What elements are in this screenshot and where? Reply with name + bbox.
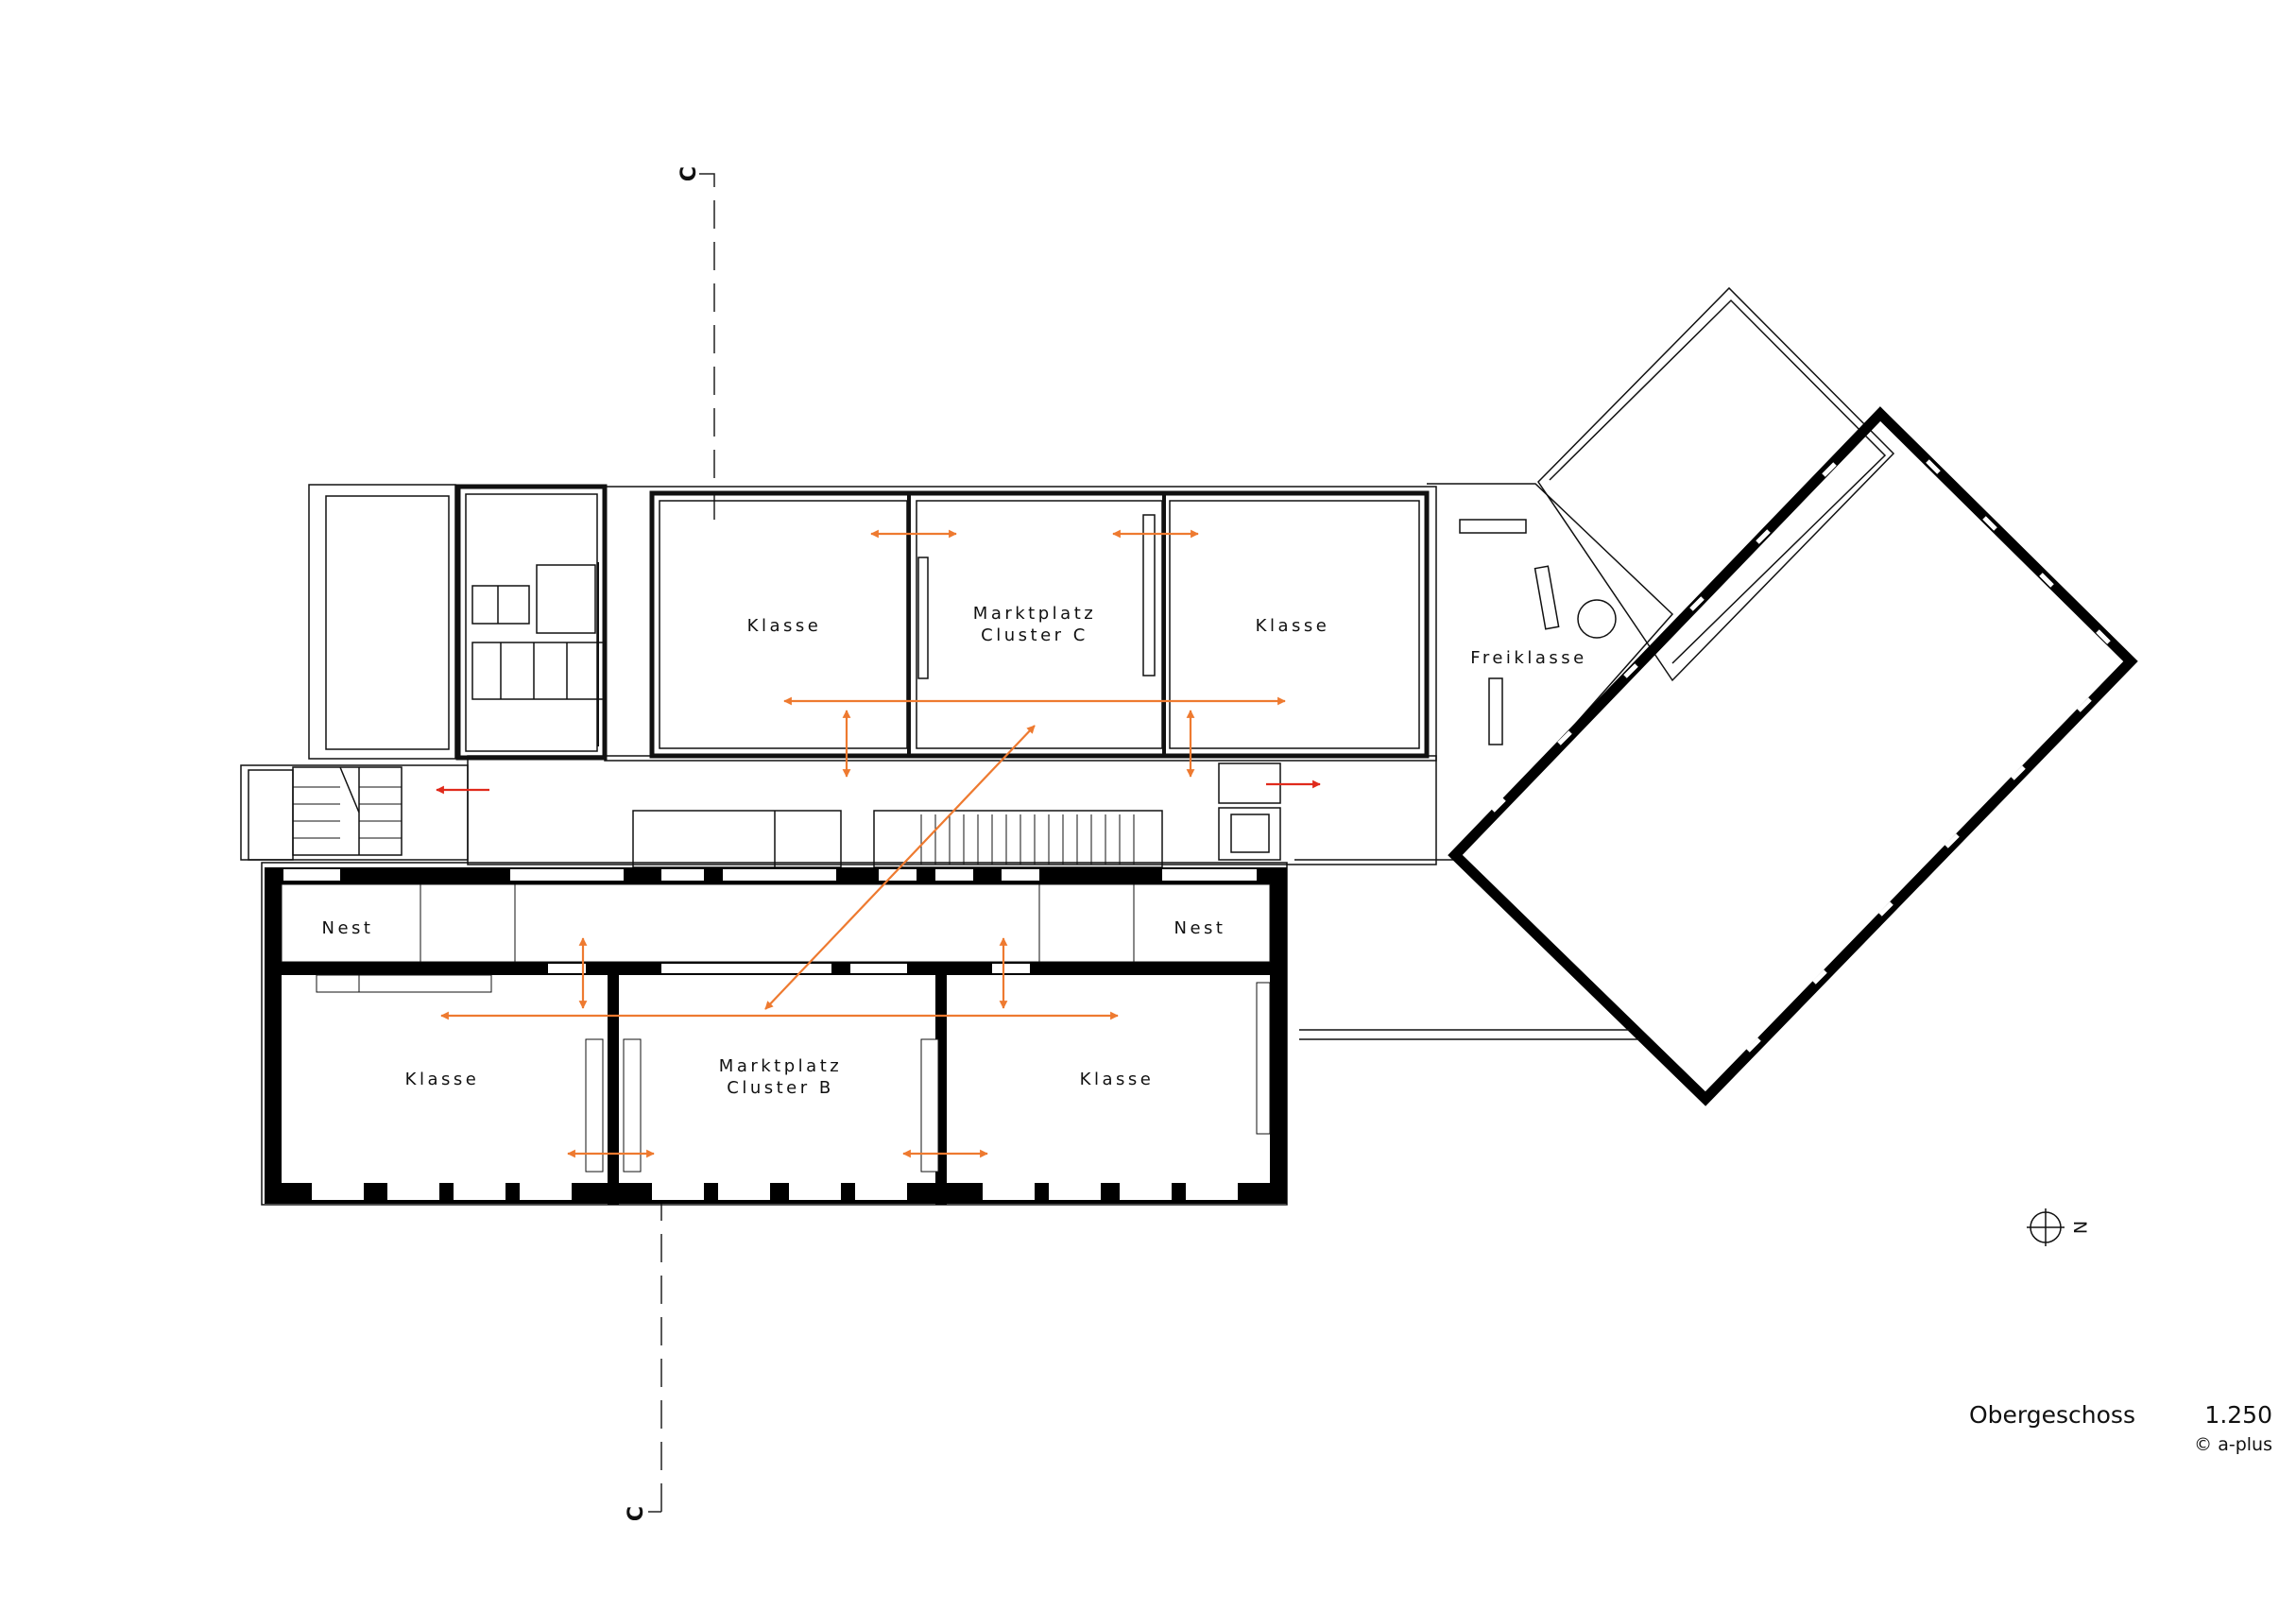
west-stair-treads — [293, 786, 402, 839]
room-label-freiklasse: Freiklasse — [1470, 648, 1586, 668]
section-marker-top: C — [677, 166, 701, 181]
copyright-note: © a-plus — [2194, 1434, 2272, 1455]
south-wing — [261, 862, 1288, 1206]
north-wing — [240, 483, 1674, 868]
room-label-marktplatz-c: Marktplatz — [973, 604, 1096, 624]
drawing-scale: 1.250 — [2204, 1401, 2272, 1429]
gym-window-marks — [1491, 459, 2111, 1053]
room-label-cluster-b: Cluster B — [727, 1078, 833, 1098]
room-label-nest-left: Nest — [322, 918, 374, 938]
section-line-c — [648, 173, 715, 1513]
room-label-klasse-c-right: Klasse — [1256, 616, 1330, 636]
gym-hall — [1299, 286, 2138, 1106]
north-label: N — [2071, 1221, 2092, 1234]
room-label-klasse-c-left: Klasse — [747, 616, 822, 636]
drawing-title: Obergeschoss — [1969, 1401, 2135, 1429]
exit-arrows — [436, 779, 1321, 795]
north-arrow-icon — [2027, 1208, 2065, 1246]
room-label-klasse-b-left: Klasse — [405, 1070, 480, 1089]
room-label-marktplatz-b: Marktplatz — [719, 1056, 842, 1076]
section-marker-bottom: C — [625, 1506, 648, 1521]
circulation-arrows — [440, 529, 1286, 1158]
corridor-stair-treads — [920, 814, 1135, 865]
room-label-nest-right: Nest — [1174, 918, 1226, 938]
room-label-klasse-b-right: Klasse — [1080, 1070, 1155, 1089]
room-label-cluster-c: Cluster C — [981, 625, 1088, 645]
